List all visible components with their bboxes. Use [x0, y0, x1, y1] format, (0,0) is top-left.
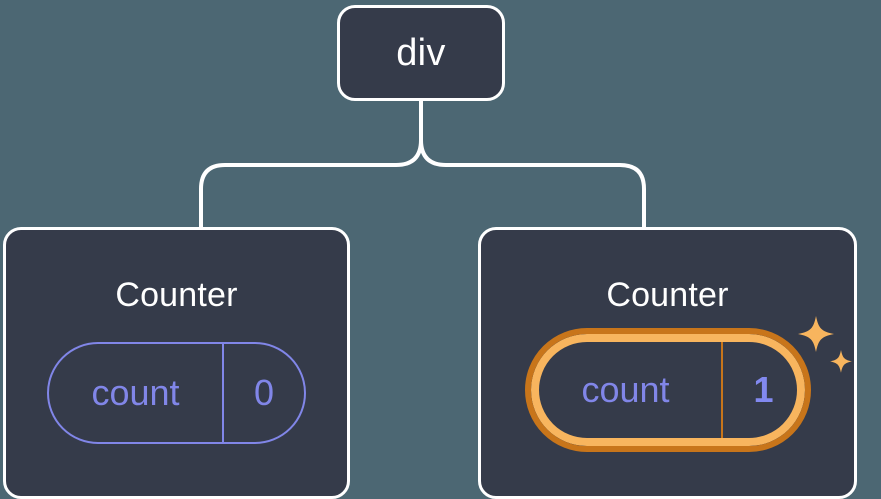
node-counter-left-title: Counter	[115, 276, 238, 314]
state-value-left: 0	[222, 344, 304, 442]
node-counter-left[interactable]: Counter count 0	[3, 227, 350, 499]
state-pill-left: count 0	[47, 342, 306, 444]
node-counter-right[interactable]: Counter count 1	[478, 227, 857, 499]
state-value-right: 1	[720, 334, 805, 446]
state-key-right: count	[581, 369, 670, 410]
node-div[interactable]: div	[337, 5, 505, 101]
state-pill-wrapper-left: count 0	[47, 342, 306, 444]
state-pill-wrapper-right: count 1	[524, 328, 811, 452]
state-key-left: count	[91, 372, 180, 413]
node-div-label: div	[396, 32, 446, 74]
state-pill-right: count 1	[524, 328, 811, 452]
node-counter-right-title: Counter	[606, 276, 729, 314]
